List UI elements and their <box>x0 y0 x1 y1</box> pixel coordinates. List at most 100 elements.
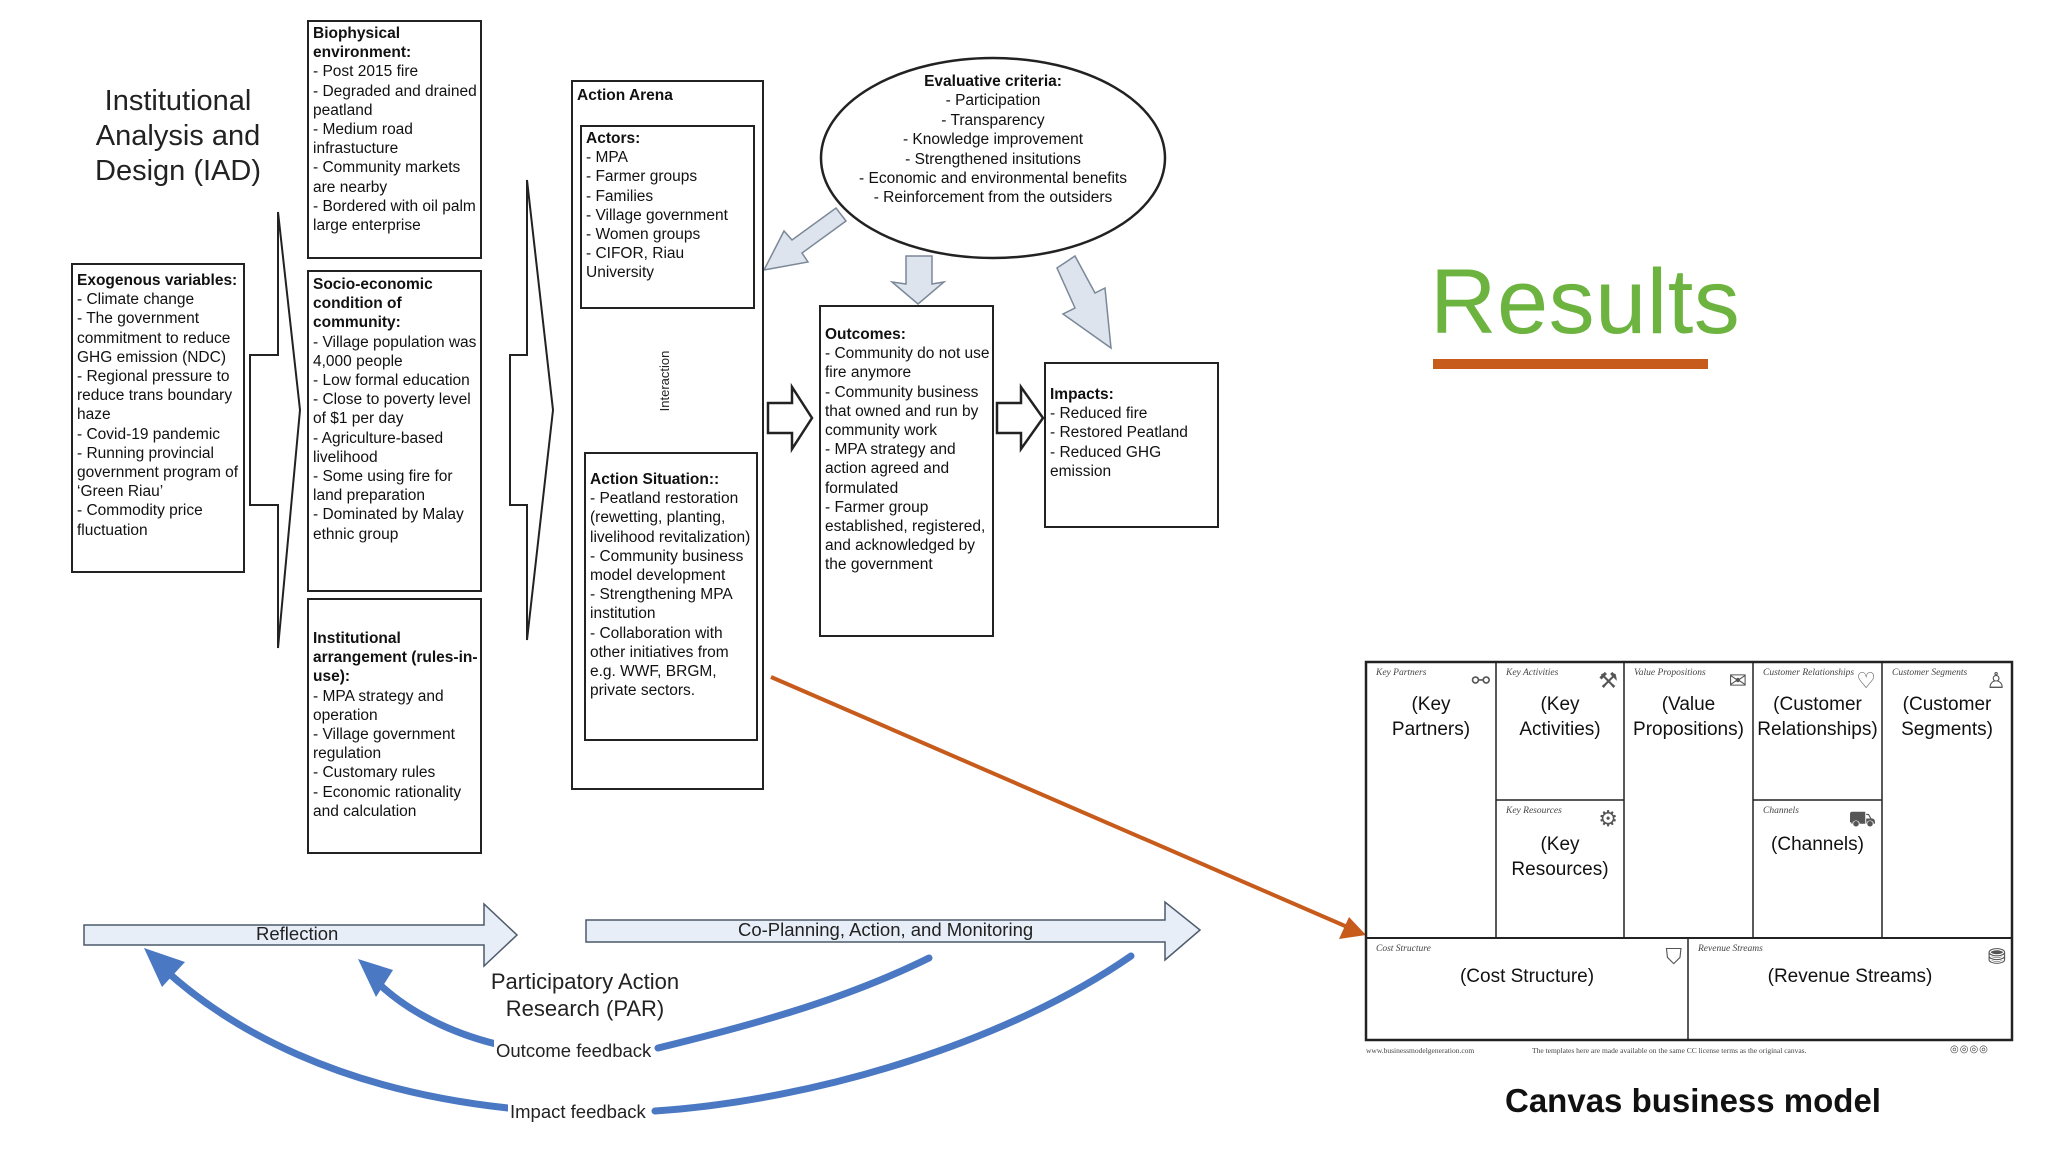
impacts-text: Impacts: - Reduced fire - Restored Peatl… <box>1050 385 1216 481</box>
biophysical-item: - Post 2015 fire <box>313 63 419 81</box>
action-situation-item: - Strengthening MPA institution <box>590 586 732 623</box>
evaluative-item: - Transparency <box>941 111 1045 129</box>
outcomes-text: Outcomes: - Community do not use fire an… <box>825 325 991 575</box>
worker-icon: ⚒ <box>1598 668 1618 693</box>
exogenous-box <box>71 263 245 573</box>
actors-item: - Families <box>586 187 654 205</box>
biophysical-item: - Medium road infrastucture <box>313 121 413 158</box>
cell-label: (Channels) <box>1771 834 1864 855</box>
institutional-box <box>307 598 482 854</box>
canvas-footer-url: www.businessmodelgeneration.com <box>1366 1046 1475 1055</box>
outcomes-item: - MPA strategy and action agreed and for… <box>825 441 956 497</box>
institutional-heading: Institutional arrangement (rules-in-use)… <box>313 630 478 686</box>
cell-label: (Key Partners) <box>1391 694 1471 740</box>
institutional-item: - Village government regulation <box>313 726 455 763</box>
evaluative-criteria-ellipse <box>819 56 1167 260</box>
evaluative-to-outcomes-arrow <box>889 255 947 305</box>
impact-feedback-curve-left <box>159 964 512 1112</box>
impacts-item: - Restored Peatland <box>1050 424 1188 442</box>
cell-label: (Customer Relationships) <box>1757 694 1878 740</box>
canvas-revenue-streams: Revenue Streams ⛃ (Revenue Streams) <box>1688 938 2012 1040</box>
canvas-customer-relationships: Customer Relationships ♡ (Customer Relat… <box>1753 662 1882 800</box>
impact-feedback-label: Impact feedback <box>508 1101 648 1123</box>
tag-icon: ⛉ <box>1665 944 1682 969</box>
evaluative-item: - Strengthened insitutions <box>905 150 1081 168</box>
institutional-item: - Customary rules <box>313 764 436 782</box>
reflection-label: Reflection <box>256 923 339 944</box>
par-title-line: Participatory Action <box>490 969 680 994</box>
socio-economic-box <box>307 270 482 592</box>
iad-title: Institutional Analysis and Design (IAD) <box>78 84 278 189</box>
impact-feedback-curve-right <box>651 952 1135 1115</box>
evaluative-item: - Reinforcement from the outsiders <box>873 189 1113 207</box>
biophysical-item: - Degraded and drained peatland <box>313 82 477 119</box>
cell-label: (Revenue Streams) <box>1767 966 1933 987</box>
biophysical-box <box>307 20 482 259</box>
impacts-item: - Reduced fire <box>1050 405 1148 423</box>
results-connector-line <box>770 675 1353 931</box>
outcomes-item: - Farmer group established, registered, … <box>825 498 986 574</box>
socio-economic-text: Socio-economic condition of community: -… <box>313 275 479 544</box>
iad-title-line: Institutional <box>104 85 252 117</box>
cell-caption: Cost Structure <box>1376 944 1431 954</box>
par-title: Participatory Action Research (PAR) <box>470 968 700 1022</box>
biophysical-text: Biophysical environment: - Post 2015 fir… <box>313 24 479 235</box>
heart-icon: ♡ <box>1856 668 1876 693</box>
evaluative-criteria-text: Evaluative criteria: - Participation - T… <box>840 72 1146 208</box>
outcomes-item: - Community business that owned and run … <box>825 383 979 440</box>
action-situation-item: - Peatland restoration (rewetting, plant… <box>590 490 751 546</box>
gift-icon: ✉ <box>1728 668 1747 693</box>
action-situation-item: - Collaboration with other initiatives f… <box>590 624 729 700</box>
outcomes-heading: Outcomes: <box>825 326 906 343</box>
cell-caption: Customer Relationships <box>1763 668 1855 678</box>
outcome-feedback-curve-right <box>654 954 933 1052</box>
par-title-line: Research (PAR) <box>505 996 665 1021</box>
actors-item: - Village government <box>586 206 728 224</box>
canvas-key-activities: Key Activities ⚒ (Key Activities) <box>1496 662 1624 800</box>
biophysical-item: - Bordered with oil palm large enterpris… <box>313 197 476 235</box>
evaluative-to-actors-arrow <box>762 206 848 272</box>
actors-item: - Women groups <box>586 226 701 244</box>
biophysical-item: - Community markets are nearby <box>313 159 461 196</box>
impact-feedback-arrowhead <box>144 948 185 987</box>
action-situation-heading: Action Situation:: <box>590 471 720 488</box>
cell-caption: Key Partners <box>1376 668 1427 678</box>
action-situation-text: Action Situation:: - Peatland restoratio… <box>590 470 756 700</box>
canvas-caption: Canvas business model <box>1505 1082 1881 1119</box>
money-bag-icon: ⛃ <box>1987 944 2006 969</box>
exogenous-item: - Covid-19 pandemic <box>77 425 221 443</box>
canvas-customer-segments: Customer Segments ♙ (Customer Segments) <box>1882 662 2012 938</box>
institutional-item: - Economic rationality and calculation <box>313 783 462 820</box>
cell-label: (Cost Structure) <box>1459 966 1595 987</box>
results-underline <box>1433 359 1708 369</box>
cell-caption: Channels <box>1763 806 1799 816</box>
action-situation-box <box>584 452 758 741</box>
action-situation-item: - Community business model development <box>590 547 744 585</box>
actors-item: - Farmer groups <box>586 168 698 186</box>
impacts-box <box>1044 362 1219 528</box>
exogenous-item: - Commodity price fluctuation <box>77 502 203 539</box>
outcomes-item: - Community do not use fire anymore <box>825 345 990 382</box>
canvas-value-propositions: Value Propositions ✉ (Value Propositions… <box>1624 662 1753 938</box>
actors-heading: Actors: <box>586 130 641 147</box>
institutional-item: - MPA strategy and operation <box>313 687 444 724</box>
socio-heading: Socio-economic condition of community: <box>313 276 433 332</box>
exogenous-item: - The government commitment to reduce GH… <box>77 310 231 366</box>
impacts-heading: Impacts: <box>1050 386 1114 403</box>
outcome-feedback-arrowhead <box>358 959 393 997</box>
coplanning-label: Co-Planning, Action, and Monitoring <box>738 919 1034 940</box>
exogenous-heading: Exogenous variables: <box>77 272 238 289</box>
biophysical-heading: Biophysical environment: <box>313 25 412 62</box>
actors-text: Actors: - MPA - Farmer groups - Families… <box>586 129 752 283</box>
socio-item: - Close to poverty level of $1 per day <box>313 391 471 428</box>
factory-icon: ⚙ <box>1598 806 1618 831</box>
socio-item: - Some using fire for land preparation <box>313 468 453 505</box>
outcomes-to-impacts-arrow <box>995 383 1045 453</box>
evaluative-item: - Knowledge improvement <box>902 131 1084 149</box>
context-to-arena-arrow <box>509 179 555 641</box>
cell-label: (Customer Segments) <box>1901 694 1993 740</box>
socio-item: - Village population was 4,000 people <box>313 333 477 370</box>
canvas-key-resources: Key Resources ⚙ (Key Resources) <box>1496 800 1624 938</box>
reflection-arrow <box>83 902 519 968</box>
